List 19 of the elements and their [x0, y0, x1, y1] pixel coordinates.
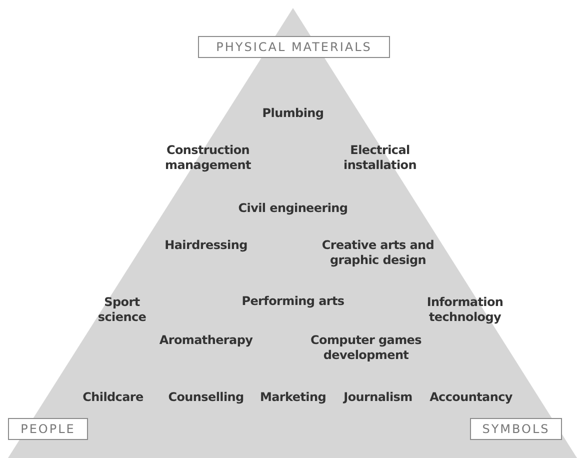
occupation-label: Marketing — [258, 390, 328, 405]
occupation-label: Aromatherapy — [158, 333, 254, 348]
occupation-label: Performing arts — [240, 294, 346, 309]
occupation-label: Civil engineering — [237, 201, 349, 216]
occupation-label: Creative arts and graphic design — [320, 238, 436, 268]
occupation-label: Hairdressing — [164, 238, 248, 253]
occupation-label: Construction management — [164, 143, 252, 173]
occupation-label: Childcare — [82, 390, 144, 405]
category-label: PHYSICAL MATERIALS — [198, 36, 390, 58]
occupation-label: Sport science — [96, 295, 148, 325]
occupation-label: Information technology — [426, 295, 504, 325]
category-label: PEOPLE — [8, 418, 88, 440]
occupation-label: Computer games development — [310, 333, 422, 363]
occupation-label: Electrical installation — [342, 143, 418, 173]
occupation-label: Accountancy — [428, 390, 514, 405]
occupation-label: Counselling — [167, 390, 245, 405]
category-label: SYMBOLS — [470, 418, 562, 440]
occupation-label: Plumbing — [261, 106, 325, 121]
occupation-label: Journalism — [342, 390, 414, 405]
